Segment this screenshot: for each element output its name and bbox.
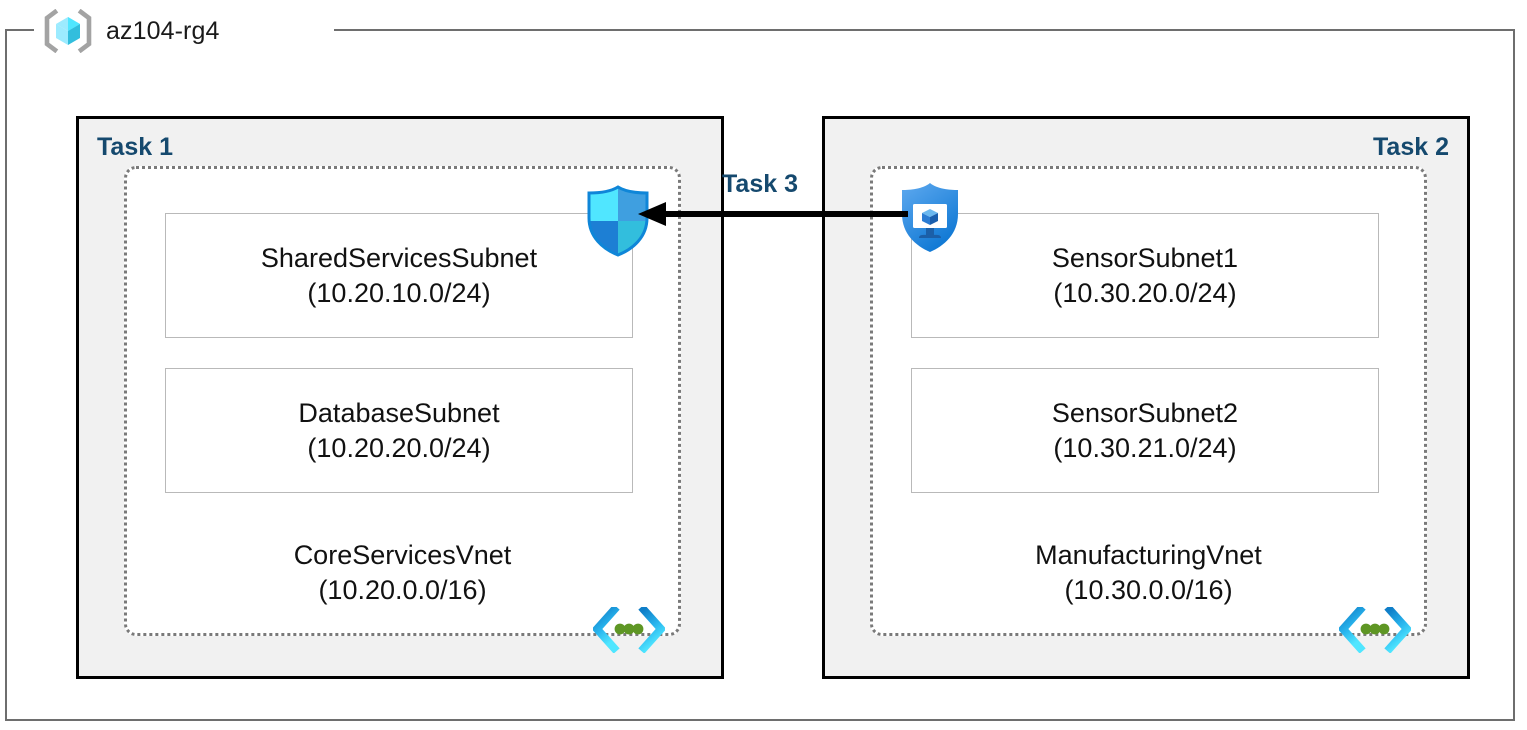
subnet-cidr: (10.30.21.0/24) bbox=[1053, 432, 1237, 463]
vnet-manufacturing-caption: ManufacturingVnet (10.30.0.0/16) bbox=[870, 538, 1427, 607]
subnet-name: DatabaseSubnet bbox=[298, 397, 500, 428]
virtual-network-icon bbox=[1339, 607, 1411, 653]
bastion-shield-icon bbox=[902, 183, 958, 252]
resource-group-boundary bbox=[5, 29, 1515, 721]
subnet-name: SensorSubnet1 bbox=[1051, 242, 1239, 273]
subnet-shared-services: SharedServicesSubnet (10.20.10.0/24) bbox=[165, 213, 633, 338]
subnet-name: SensorSubnet2 bbox=[1051, 397, 1239, 428]
virtual-network-icon bbox=[593, 607, 665, 653]
resource-group-header: az104-rg4 bbox=[44, 8, 219, 54]
vnet-name: ManufacturingVnet bbox=[1035, 540, 1262, 570]
peering-arrow-icon bbox=[638, 202, 908, 226]
subnet-sensor-2: SensorSubnet2 (10.30.21.0/24) bbox=[911, 368, 1379, 493]
vnet-cidr: (10.20.0.0/16) bbox=[318, 574, 487, 605]
firewall-shield-icon bbox=[587, 185, 649, 257]
subnet-cidr: (10.20.10.0/24) bbox=[307, 277, 491, 308]
resource-group-title-gap bbox=[34, 18, 334, 42]
subnet-database: DatabaseSubnet (10.20.20.0/24) bbox=[165, 368, 633, 493]
vnet-core-services-caption: CoreServicesVnet (10.20.0.0/16) bbox=[124, 538, 681, 607]
task-1-label: Task 1 bbox=[97, 133, 173, 161]
subnet-cidr: (10.30.20.0/24) bbox=[1053, 277, 1237, 308]
subnet-cidr: (10.20.20.0/24) bbox=[307, 432, 491, 463]
vnet-name: CoreServicesVnet bbox=[293, 540, 512, 570]
subnet-name: SharedServicesSubnet bbox=[260, 242, 538, 273]
vnet-cidr: (10.30.0.0/16) bbox=[1064, 574, 1233, 605]
task-2-label: Task 2 bbox=[1373, 133, 1449, 161]
task-3-label: Task 3 bbox=[722, 170, 798, 198]
resource-group-name: az104-rg4 bbox=[106, 16, 220, 45]
subnet-sensor-1: SensorSubnet1 (10.30.20.0/24) bbox=[911, 213, 1379, 338]
resource-group-cube-icon bbox=[44, 9, 92, 53]
